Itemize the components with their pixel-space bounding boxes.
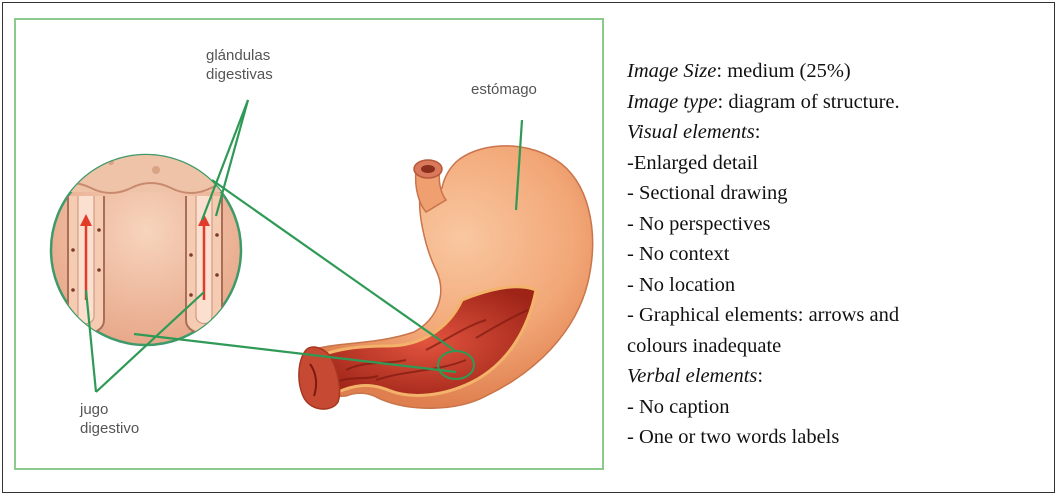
note-key: Verbal elements (627, 365, 757, 387)
note-line: - Graphical elements: arrows and (627, 300, 1047, 331)
note-line: Visual elements: (627, 117, 1047, 148)
note-value: - No location (627, 274, 735, 296)
note-line: - No context (627, 239, 1047, 270)
analysis-notes: Image Size: medium (25%)Image type: diag… (627, 56, 1047, 453)
note-value: - No context (627, 243, 729, 265)
stomach-diagram-panel: glándulas digestivas estómago jugo diges… (14, 18, 604, 470)
note-value: - One or two words labels (627, 426, 839, 448)
label-digestive-glands: glándulas digestivas (206, 46, 326, 84)
note-line: - No location (627, 270, 1047, 301)
note-key: Image Size (627, 60, 716, 82)
label-stomach: estómago (471, 80, 537, 99)
note-value: -Enlarged detail (627, 152, 758, 174)
note-line: colours inadequate (627, 331, 1047, 362)
note-value: - No caption (627, 396, 729, 418)
enlarged-detail (46, 150, 251, 345)
note-value: : (757, 365, 763, 387)
note-line: Image type: diagram of structure. (627, 87, 1047, 118)
note-value: colours inadequate (627, 335, 781, 357)
note-line: - No caption (627, 392, 1047, 423)
note-line: - Sectional drawing (627, 178, 1047, 209)
note-value: - No perspectives (627, 213, 770, 235)
note-line: - One or two words labels (627, 422, 1047, 453)
note-key: Visual elements (627, 121, 755, 143)
stomach-illustration (299, 146, 593, 409)
note-value: - Graphical elements: arrows and (627, 304, 899, 326)
note-line: Image Size: medium (25%) (627, 56, 1047, 87)
label-digestive-juice: jugo digestivo (80, 400, 170, 438)
note-value: : medium (25%) (716, 60, 850, 82)
note-line: -Enlarged detail (627, 148, 1047, 179)
note-value: : (755, 121, 761, 143)
note-value: : diagram of structure. (718, 91, 900, 113)
note-line: - No perspectives (627, 209, 1047, 240)
note-key: Image type (627, 91, 718, 113)
note-value: - Sectional drawing (627, 182, 788, 204)
note-line: Verbal elements: (627, 361, 1047, 392)
